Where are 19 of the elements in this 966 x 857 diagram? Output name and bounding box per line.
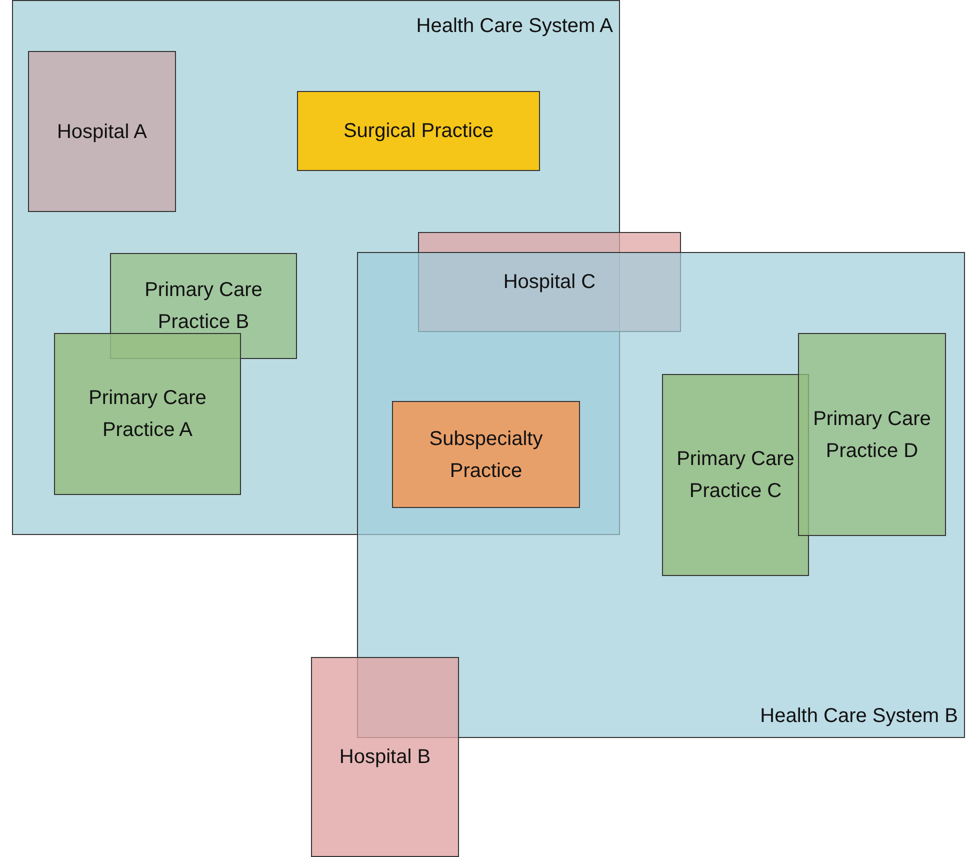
box-label: Hospital A xyxy=(56,120,148,144)
practice-box xyxy=(297,91,540,171)
hospital-box xyxy=(28,51,176,212)
hospital-box xyxy=(311,657,459,857)
box-label: Hospital B xyxy=(339,745,431,770)
practice-box xyxy=(798,333,946,536)
system-title: Health Care System A xyxy=(416,14,613,39)
box-label: Surgical Practice xyxy=(343,119,494,144)
box-label: Hospital C xyxy=(503,270,596,295)
box-label: Primary Care Practice A xyxy=(88,386,208,443)
box-label: Primary Care Practice C xyxy=(676,447,796,504)
practice-box xyxy=(662,374,809,576)
box-label: Primary Care Practice D xyxy=(812,406,932,464)
practice-box xyxy=(392,401,580,508)
practice-box xyxy=(54,333,241,495)
system-title: Health Care System B xyxy=(760,704,958,729)
box-label: Primary Care Practice B xyxy=(144,278,264,335)
system-box xyxy=(357,252,965,738)
box-label: Subspecialty Practice xyxy=(428,426,544,484)
